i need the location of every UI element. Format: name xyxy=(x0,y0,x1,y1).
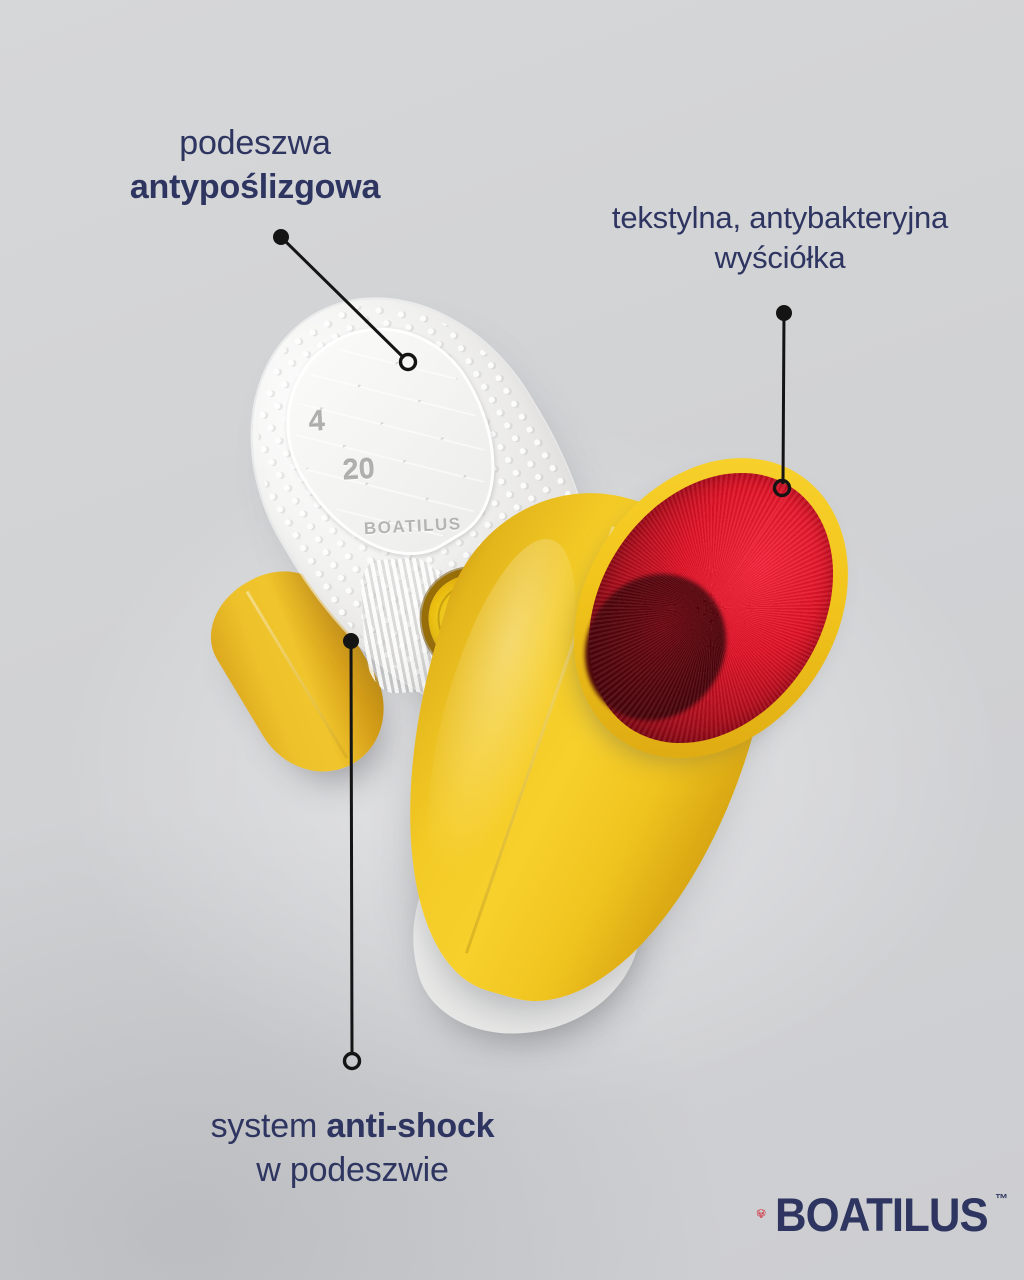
callout-antishock-line1-regular: system xyxy=(210,1107,327,1145)
callout-label-lining: tekstylna, antybakteryjna wyściółka xyxy=(520,198,1024,277)
callout-antishock-line1-bold: anti-shock xyxy=(326,1107,495,1145)
callout-lining-line2: wyściółka xyxy=(714,239,846,275)
callout-antishock-line1: system anti-shock xyxy=(120,1105,585,1149)
callout-label-antishock: system anti-shock w podeszwie xyxy=(120,1105,585,1192)
logo-trademark: ™ xyxy=(995,1190,1008,1206)
dog-head-icon xyxy=(756,1209,766,1219)
callout-sole-line1: podeszwa xyxy=(179,124,331,162)
callout-sole-line2: antypoślizgowa xyxy=(129,167,381,206)
brand-logo: BOATILUS ™ xyxy=(756,1176,1008,1252)
callout-antishock-line2: w podeszwie xyxy=(256,1150,449,1189)
logo-wordmark-text: BOATILUS xyxy=(775,1187,989,1241)
callout-lining-line1: tekstylna, antybakteryjna xyxy=(611,200,949,235)
logo-wordmark: BOATILUS ™ xyxy=(775,1187,1008,1242)
callout-label-sole: podeszwa antypoślizgowa xyxy=(40,122,470,209)
